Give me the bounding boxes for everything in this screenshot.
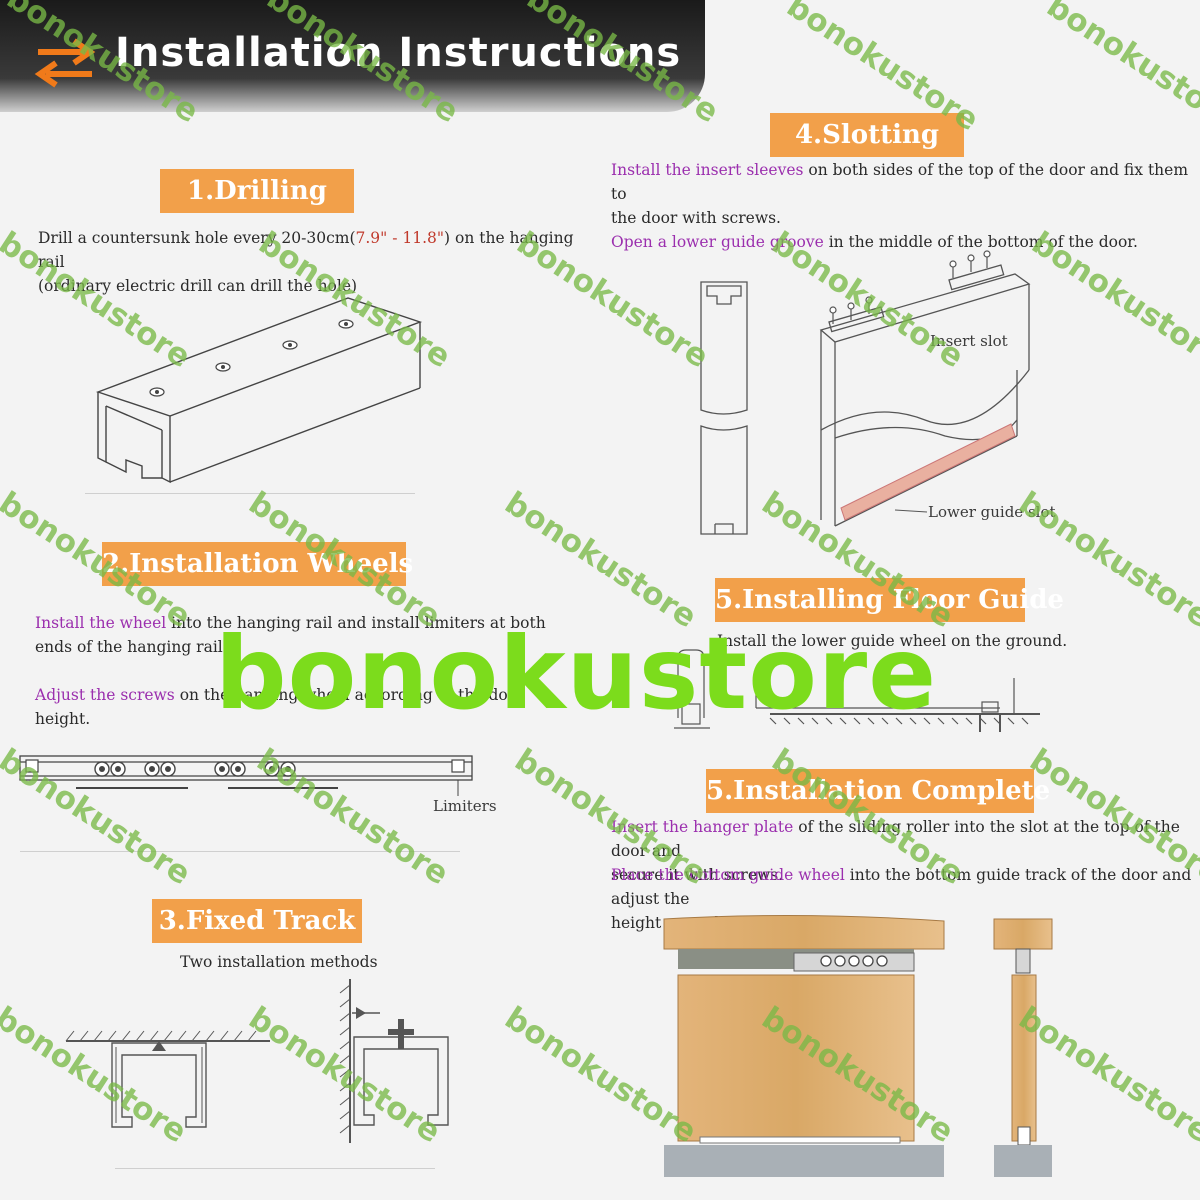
divider (20, 851, 460, 852)
wheels-text-part: on the hanging wheel according to the do… (35, 686, 525, 728)
slotting-highlight: Install the insert sleeves (611, 161, 804, 179)
slotting-text-part: on both sides of the top of the door and… (611, 161, 1189, 203)
swap-arrows-icon (34, 38, 96, 88)
drilling-text: Drill a countersunk hole every 20-30cm(7… (38, 226, 598, 298)
page-title: Installation Instructions (115, 30, 682, 76)
wheels-text-part: into the hanging rail and install limite… (166, 614, 546, 632)
wheels-title: 2.Installation Wheels (102, 542, 413, 586)
complete-text-part: into the bottom guide track of the door … (611, 866, 1192, 908)
fixed-track-subtitle: Two installation methods (180, 953, 378, 971)
wheels-text-part: ends of the hanging rail. (35, 638, 228, 656)
floor-guide-illustration (674, 649, 1040, 732)
wheels-highlight: Adjust the screws (35, 686, 175, 704)
wheels-text-2: Adjust the screws on the hanging wheel a… (35, 683, 555, 731)
wheels-rail-illustration (19, 755, 473, 796)
slotting-text-1: Install the insert sleeves on both sides… (611, 158, 1191, 230)
floor-guide-title: 5.Installing Floor Guide (715, 578, 1064, 622)
slotting-highlight: Open a lower guide groove (611, 233, 824, 251)
complete-text-part: of the sliding roller into the slot at t… (611, 818, 1180, 860)
drilling-rail-illustration (95, 297, 423, 484)
wheels-text-1: Install the wheel into the hanging rail … (35, 611, 555, 659)
wheels-highlight: Install the wheel (35, 614, 167, 632)
watermark: bonokustore (1040, 0, 1200, 139)
lower-guide-slot-label: Lower guide slot (928, 503, 1056, 521)
drilling-text-note: (ordinary electric drill can drill the h… (38, 277, 358, 295)
slotting-text-part: the door with screws. (611, 209, 781, 227)
drilling-title: 1.Drilling (160, 169, 354, 213)
drilling-spacing: 7.9" - 11.8" (355, 229, 445, 247)
drilling-text-part: ) on the hanging rail (38, 229, 574, 271)
limiters-label: Limiters (433, 797, 497, 815)
slotting-text-2: Open a lower guide groove in the middle … (611, 230, 1191, 254)
complete-door-illustration (663, 914, 1053, 1177)
complete-text-part: secure it with screws. (611, 866, 784, 884)
drilling-text-part: Drill a countersunk hole every 20-30cm( (38, 229, 356, 247)
floor-guide-text: Install the lower guide wheel on the gro… (717, 632, 1068, 650)
slotting-title: 4.Slotting (770, 113, 964, 157)
slotting-door-illustration (700, 250, 1031, 535)
complete-text-1: Insert the hanger plate of the sliding r… (611, 815, 1196, 887)
fixed-track-title: 3.Fixed Track (152, 899, 362, 943)
complete-highlight: Place the bottom guide wheel (611, 866, 845, 884)
insert-slot-label: Insert slot (930, 332, 1008, 350)
slotting-text-part: in the middle of the bottom of the door. (823, 233, 1138, 251)
header-banner (0, 0, 705, 112)
divider (85, 493, 415, 494)
fixed-track-illustration (65, 979, 449, 1143)
divider (115, 1168, 435, 1169)
complete-highlight: Insert the hanger plate (611, 818, 794, 836)
complete-title: 5.Installation Complete (706, 769, 1050, 813)
big-watermark: bonokustore (215, 615, 938, 732)
